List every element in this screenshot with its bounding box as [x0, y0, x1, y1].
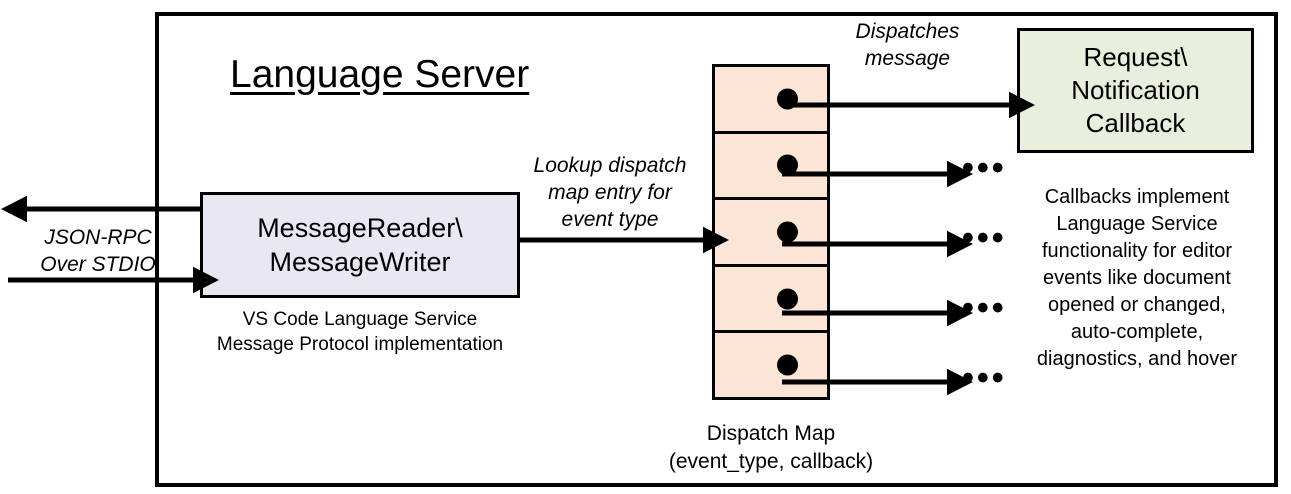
- language-server-boundary: [155, 12, 1278, 487]
- callback-caption-line6: auto-complete,: [1070, 321, 1204, 343]
- lookup-annotation-line2: map entry for: [548, 181, 672, 204]
- ellipsis-row-5: •••: [962, 359, 1007, 397]
- lookup-dispatch-annotation: Lookup dispatch map entry for event type: [512, 152, 708, 233]
- dispatch-map-cell[interactable]: [712, 263, 830, 334]
- dispatch-annotation-line1: Dispatches: [855, 20, 960, 43]
- ellipsis-row-3: •••: [962, 219, 1007, 257]
- callback-caption-line1: Callbacks implement: [1044, 186, 1230, 208]
- callback-description-caption: Callbacks implement Language Service fun…: [1008, 184, 1266, 373]
- ellipsis-row-4: •••: [962, 289, 1007, 327]
- dispatches-message-annotation: Dispatches message: [830, 18, 985, 72]
- callback-caption-line5: opened or changed,: [1048, 294, 1226, 316]
- dispatch-map-cell[interactable]: [712, 197, 830, 267]
- message-reader-writer-caption: VS Code Language Service Message Protoco…: [190, 307, 530, 357]
- lookup-annotation-line3: event type: [561, 208, 659, 231]
- transport-label: JSON-RPC Over STDIO: [28, 224, 168, 278]
- message-reader-writer-line1: MessageReader\: [257, 213, 463, 243]
- message-caption-line2: Message Protocol implementation: [216, 334, 504, 355]
- dispatch-annotation-line2: message: [864, 47, 951, 70]
- dispatch-map-caption-line2: (event_type, callback): [668, 450, 874, 473]
- message-caption-line1: VS Code Language Service: [242, 309, 478, 330]
- callback-box-line3: Callback: [1085, 108, 1186, 138]
- callback-caption-line7: diagnostics, and hover: [1036, 348, 1238, 370]
- transport-label-line1: JSON-RPC: [44, 226, 152, 249]
- callback-pointer-dot: [777, 288, 798, 310]
- callback-pointer-dot: [777, 221, 798, 243]
- dispatch-map-table: [712, 64, 830, 412]
- message-reader-writer-box[interactable]: MessageReader\ MessageWriter: [200, 192, 520, 298]
- callback-caption-line3: functionality for editor: [1041, 240, 1233, 262]
- callback-box-line1: Request\: [1083, 42, 1188, 72]
- ellipsis-row-2: •••: [962, 149, 1007, 187]
- diagram-title: Language Server: [230, 53, 530, 96]
- message-reader-writer-line2: MessageWriter: [269, 247, 451, 277]
- dispatch-map-cell[interactable]: [712, 330, 830, 400]
- callback-box-line2: Notification: [1071, 75, 1200, 105]
- callback-pointer-dot: [777, 354, 798, 376]
- callback-pointer-dot: [777, 88, 798, 110]
- dispatch-map-cell[interactable]: [712, 64, 830, 134]
- dispatch-map-caption: Dispatch Map (event_type, callback): [640, 420, 902, 476]
- dispatch-map-caption-line1: Dispatch Map: [706, 422, 836, 445]
- callback-caption-line4: events like document: [1043, 267, 1231, 289]
- transport-label-line2: Over STDIO: [40, 253, 156, 276]
- callback-pointer-dot: [777, 154, 798, 176]
- dispatch-map-cell[interactable]: [712, 130, 830, 201]
- callback-caption-line2: Language Service: [1056, 213, 1218, 235]
- request-notification-callback-box[interactable]: Request\ Notification Callback: [1017, 28, 1254, 153]
- lookup-annotation-line1: Lookup dispatch: [533, 154, 687, 177]
